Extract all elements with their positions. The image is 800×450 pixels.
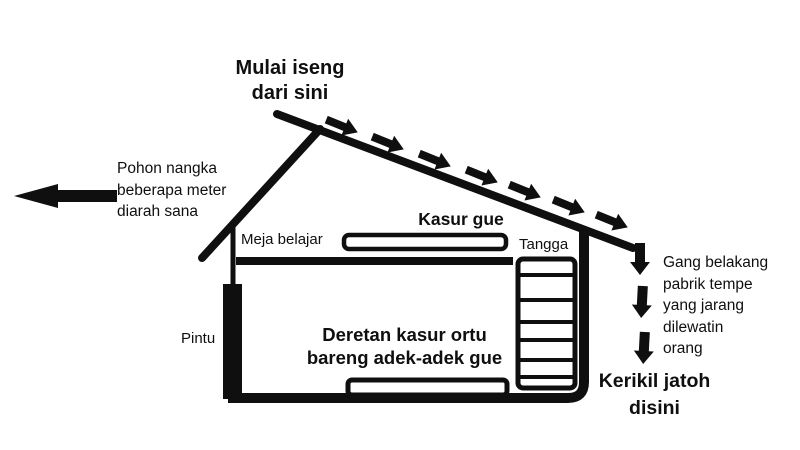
label-jackfruit-tree: Pohon nangka beberapa meter diarah sana xyxy=(117,160,227,220)
door-shape xyxy=(223,284,242,399)
roof-right-slope xyxy=(273,110,637,252)
label-study-desk: Meja belajar xyxy=(241,231,323,248)
alley-flow-arrow-icon xyxy=(631,285,653,319)
label-gravel-landing: Kerikil jatoh disini xyxy=(598,370,711,419)
left-block-arrow-icon xyxy=(14,184,117,208)
label-family-bed-row: Deretan kasur ortu bareng adek-adek gue xyxy=(306,324,503,368)
bottom-and-right-wall xyxy=(228,230,589,403)
bed-upper-shape xyxy=(341,232,509,252)
alley-flow-arrow-icon xyxy=(633,331,655,365)
bed-lower-shape xyxy=(345,377,510,398)
label-back-alley: Gang belakang pabrik tempe yang jarang d… xyxy=(663,254,769,357)
label-start-point: Mulai iseng dari sini xyxy=(235,57,345,104)
roof-left-slope xyxy=(198,125,324,262)
label-my-bed: Kasur gue xyxy=(418,209,504,229)
label-ladder: Tangga xyxy=(519,236,569,253)
label-door: Pintu xyxy=(181,330,216,347)
